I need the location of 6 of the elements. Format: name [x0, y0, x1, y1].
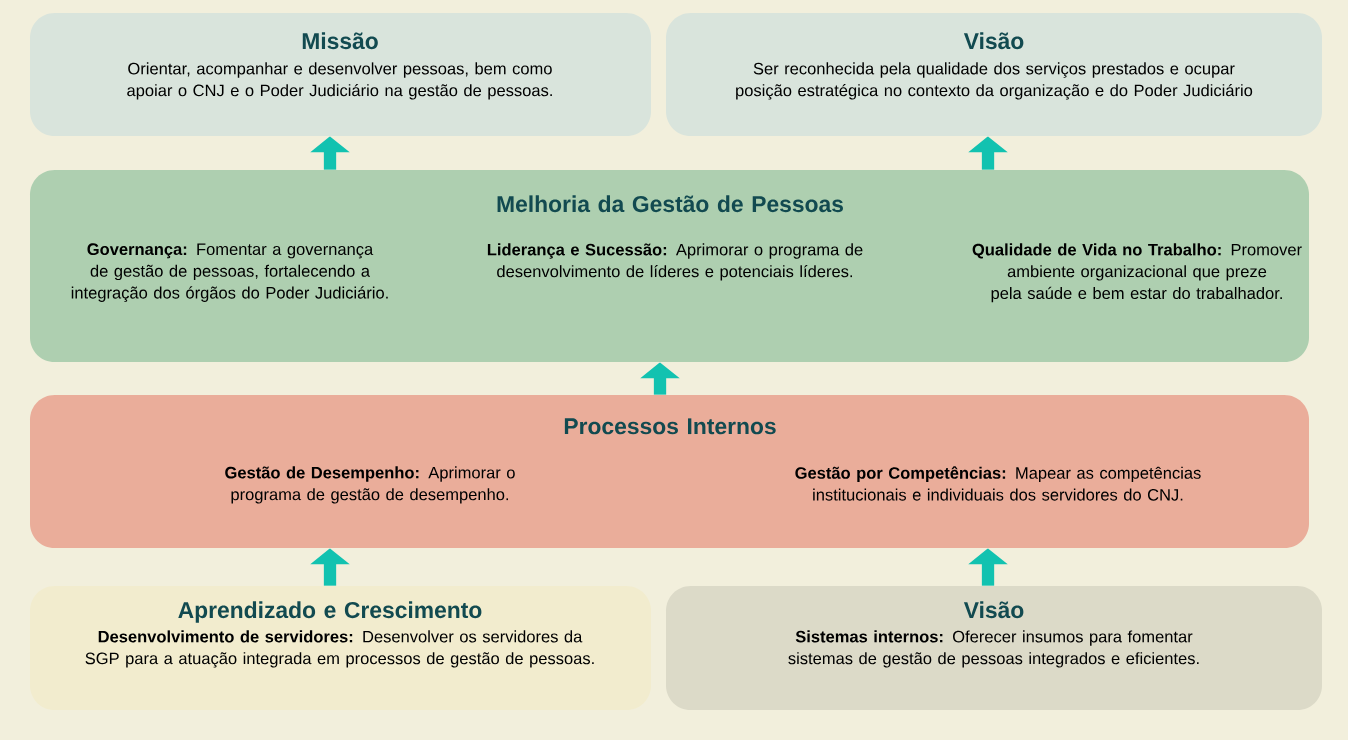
goal-box: Visão Sistemas internos: Oferecer insumos para fomentar sistemas de gestão de pessoas integrados e eficientes. [666, 586, 1322, 710]
goal-box: Melhoria da Gestão de Pessoas Governança: Fomentar a governança de gestão de pessoas, fortalecendo a integração dos órgãos do Poder Judiciário. Liderança e Sucessão: Aprimorar o programa de desenvolvimento de líderes e potenciais líderes. Qualidade de Vida no Trabalho: Promover ambiente organizacional que preze pela saúde e bem estar do trabalhador. [30, 170, 1309, 362]
goal-box: Aprendizado e Crescimento Desenvolvimento de servidores: Desenvolver os servidores da SGP para a atuação integrada em processos de gestão de pessoas. [30, 586, 651, 710]
goal-box: Missão Orientar, acompanhar e desenvolver pessoas, bem como apoiar o CNJ e o Poder Judiciário na gestão de pessoas. [30, 13, 651, 136]
goal-box: Visão Ser reconhecida pela qualidade dos serviços prestados e ocupar posição estratégica no contexto da organização e do Poder Judiciário [666, 13, 1322, 136]
goal-box: Processos Internos Gestão de Desempenho: Aprimorar o programa de gestão de desempenho. Gestão por Competências: Mapear as competências institucionais e individuais dos servidores do CNJ. [30, 395, 1309, 548]
